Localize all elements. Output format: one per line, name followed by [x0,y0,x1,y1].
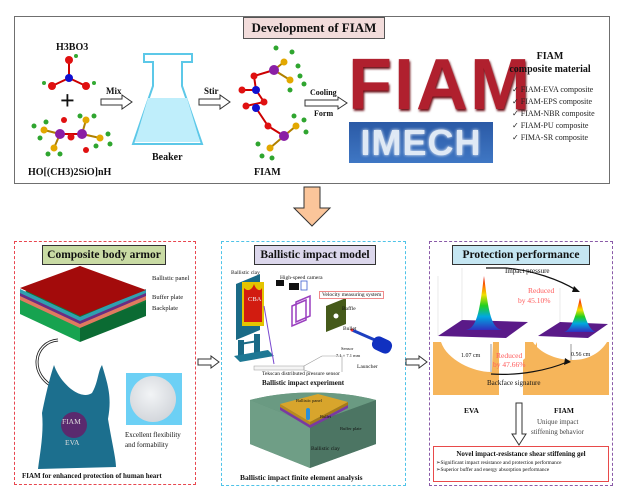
imech-logo-background [349,122,493,163]
ballistic-experiment-setup [234,274,393,372]
depth-fiam-label: 0.56 cm [571,352,591,358]
protection-performance-title: Protection performance [452,245,590,265]
armor-layer-stack [20,266,146,342]
label-cba: CBA [248,296,262,303]
backface-signature-illustration [433,342,609,395]
behavior-line1: Unique impact [537,418,579,426]
label-backface-signature: Backface signature [487,379,541,387]
label-tekscan: Tekscan distributed pressure sensor [262,371,340,377]
summary-box: Novel impact-resistance shear stiffening… [433,446,609,482]
label-eva: EVA [464,406,479,415]
sample-caption-line1: Excellent flexibility [125,431,181,439]
experiment-caption: Ballistic impact experiment [262,379,345,387]
label-launcher: Launcher [357,364,378,370]
composite-list-item: ✓ FIAM-NBR composite [512,109,595,118]
check-icon: ✓ [512,85,519,94]
beaker-label: Beaker [152,152,183,163]
down-arrow-icon [292,186,332,227]
arrow-form-label: Form [314,109,334,118]
composite-list-item: ✓ FIAM-EVA composite [512,85,594,94]
camera-icon [289,280,308,291]
bfs-reduction-line2: by 47.66% [493,360,526,369]
depth-eva-label: 1.07 cm [461,353,481,359]
composite-title-line1: FIAM [536,51,564,62]
sample-photo [126,373,182,425]
arrow-stir-label: Stir [204,86,219,96]
fe-caption: Ballistic impact finite element analysis [240,473,363,482]
vest-fiam-label: FIAM [62,417,81,426]
sample-caption-line2: and formability [125,441,169,449]
stir-arrow-icon [198,94,231,110]
label-sensor-line1: Sensor [341,346,354,351]
label-bullet: Bullet [343,326,357,332]
bfs-reduction-line1: Reduced [496,351,523,360]
label-buffer-plate: Buffer plate [152,294,184,301]
pressure-reduction-line2: by 45.10% [518,296,551,305]
development-panel [14,16,610,184]
fe-label-bullet: Bullet [320,414,331,419]
fiam-molecule [238,45,309,161]
right-arrow-icon [197,355,220,369]
label-high-speed-camera: High-speed camera [280,275,323,281]
fe-label-ballistic-panel: Ballistic panel [296,398,322,403]
fiam-sample-disc [130,376,176,422]
finite-element-model [250,392,376,468]
right-arrow-icon [405,355,428,369]
vest-eva-label: EVA [65,438,80,447]
composite-list-item: ✓ FIAM-EPS composite [512,97,593,106]
siloxane-molecule [31,113,113,157]
check-icon: ✓ [512,109,519,118]
arrow-mix-label: Mix [106,86,122,96]
left-panel-caption: FIAM for enhanced protection of human he… [22,472,162,480]
imech-logo: IMECH [360,122,482,163]
label-fiam: FIAM [554,406,574,415]
boric-acid-molecule [42,54,96,90]
protection-performance-panel [429,241,613,486]
check-icon: ✓ [512,133,519,142]
reactant-siloxane-label: HO[(CH3)2SiO]nH [28,167,112,178]
label-sensor-line2: 7.1 × 7.1 mm [336,353,361,358]
fe-label-buffer-plate: Buffer plate [340,426,362,431]
mix-arrow-icon [100,94,133,110]
impact-pressure-plots [437,267,608,338]
check-icon: ✓ [512,121,519,130]
pressure-reduction-line1: Reduced [528,286,555,295]
composite-title-line2: composite material [509,64,591,75]
behavior-line2: stiffening behavior [531,428,584,436]
reactant-boric-acid-label: H3BO3 [56,42,89,53]
arrow-cooling-label: Cooling [310,88,337,97]
fe-label-ballistic-clay: Ballistic clay [311,446,340,452]
label-ballistic-clay: Ballistic clay [231,270,260,276]
check-icon: ✓ [512,97,519,106]
summary-item: ➢Significant impact resistance and prote… [436,460,562,466]
summary-title: Novel impact-resistance shear stiffening… [456,450,586,458]
composite-body-armor-panel [14,241,196,485]
label-velocity-system: Velocity measuring system [319,291,385,299]
down-arrow-small-icon [511,402,527,446]
label-backplate: Backplate [152,305,178,312]
beaker-icon [131,53,204,145]
composite-list: ✓ FIAM-EVA composite ✓ FIAM-EPS composit… [512,84,595,144]
development-title: Development of FIAM [243,17,385,39]
vest-illustration [38,365,116,469]
summary-item: ➢Superior buffer and energy absorption p… [436,467,550,473]
label-baffle: Baffle [342,306,356,312]
cooling-arrow-icon [304,96,348,110]
composite-list-item: ✓ FIMA-SR composite [512,133,589,142]
label-ballistic-panel: Ballistic panel [152,275,190,282]
product-label: FIAM [254,167,281,178]
composite-list-item: ✓ FIAM-PU composite [512,121,589,130]
composite-body-armor-title: Composite body armor [42,245,166,265]
plus-sign: + [60,86,75,115]
ballistic-impact-model-title: Ballistic impact model [254,245,376,265]
label-impact-pressure: Impact pressure [505,267,550,275]
fiam-logo: FIAM [348,45,532,125]
